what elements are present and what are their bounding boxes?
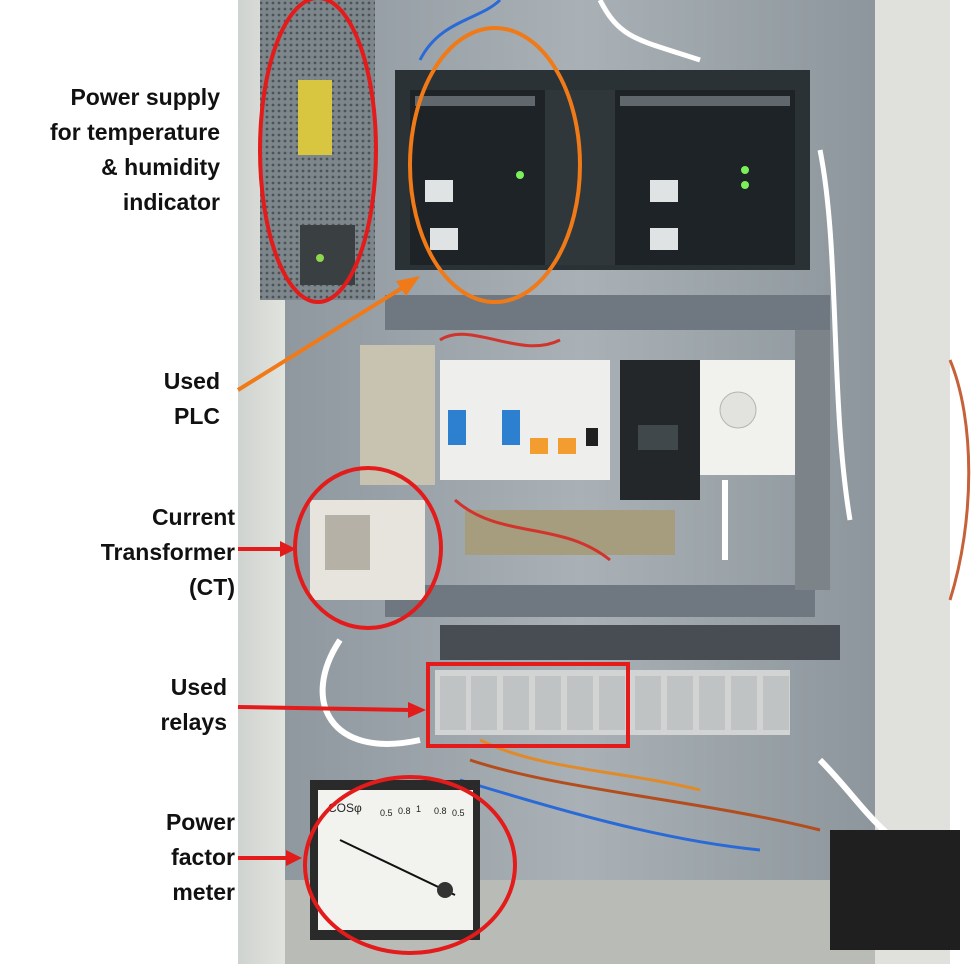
wire-ducts [385,295,830,617]
power-supply-label: Power supply for temperature & humidity … [50,84,220,215]
ct-label: Current Transformer (CT) [100,504,235,600]
annotations [258,0,630,955]
meter-scale-label: 0.5 [380,808,393,818]
power-supply [260,0,375,300]
meter-scale-label: 0.8 [398,806,411,816]
pf-meter-label: Power factor meter [165,809,235,905]
circuit-breakers [440,360,610,480]
terminal-blocks [360,345,840,660]
meter-scale-label: 0.8 [434,806,447,816]
relay-row [435,670,790,735]
current-transformer [310,500,425,600]
plc-label: Used PLC [163,368,220,429]
arrow-icon [237,702,426,718]
arrow-icon [236,276,420,392]
meter-scale-label: 1 [416,804,421,814]
arrow-icon [238,541,296,557]
plc-modules [395,70,810,270]
meter-scale-label: 0.5 [452,808,465,818]
plc-highlight [408,26,582,304]
power-supply-highlight [258,0,378,304]
arrows [236,276,426,866]
controller-devices [620,360,795,500]
cable-gland [830,359,971,950]
relays-highlight [426,662,630,748]
ct-highlight [293,466,443,630]
relays-label: Used relays [160,674,227,735]
arrow-icon [238,850,302,866]
pf-meter-highlight [303,775,517,955]
power-factor-meter: COSφ [310,780,480,940]
